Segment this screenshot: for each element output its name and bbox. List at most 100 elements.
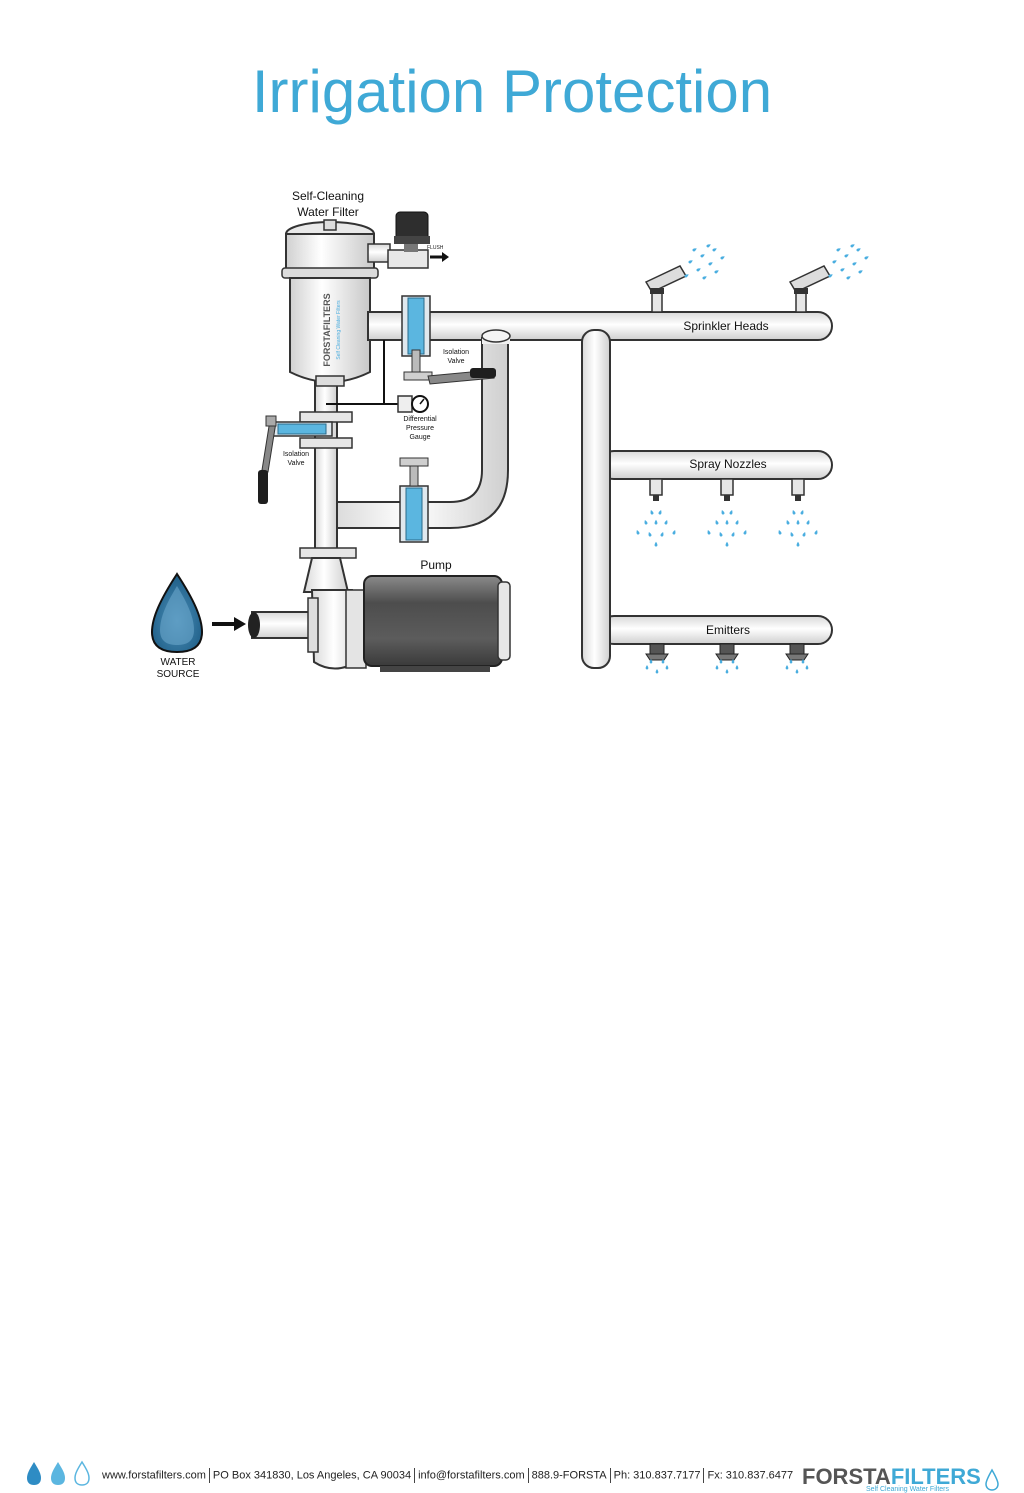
fax-text: Fx: 310.837.6477 bbox=[707, 1469, 794, 1482]
isolation-valve-bypass bbox=[399, 457, 429, 543]
footer: www.forstafilters.com PO Box 341830, Los … bbox=[0, 728, 1024, 1493]
gauge-label-line1: Differential bbox=[403, 416, 437, 423]
emitter-2 bbox=[715, 643, 739, 661]
drop-icon bbox=[51, 1462, 65, 1485]
water-droplet bbox=[650, 509, 654, 515]
water-droplet bbox=[708, 262, 713, 266]
sprinkler-head-1 bbox=[644, 265, 688, 313]
emitter-1 bbox=[645, 643, 669, 661]
water-droplet bbox=[785, 665, 789, 670]
website-link[interactable]: www.forstafilters.com bbox=[102, 1469, 206, 1482]
sprinkler-heads-label: Sprinkler Heads bbox=[683, 319, 768, 333]
water-droplet bbox=[654, 519, 658, 525]
water-droplet bbox=[801, 659, 805, 664]
water-droplet bbox=[719, 531, 723, 537]
water-droplet bbox=[684, 274, 689, 278]
water-droplet bbox=[864, 256, 869, 260]
bypass-riser-pipe bbox=[329, 329, 511, 529]
phone-text: Ph: 310.837.7177 bbox=[613, 1469, 701, 1482]
isolation-valve-top bbox=[401, 295, 496, 385]
water-droplet bbox=[661, 659, 665, 664]
water-droplet bbox=[714, 270, 719, 274]
water-droplet bbox=[696, 268, 701, 272]
differential-pressure-gauge bbox=[326, 340, 429, 413]
isolation-valve-top-label-line1: Isolation bbox=[443, 349, 469, 356]
isolation-valve-left-label-line1: Isolation bbox=[283, 451, 309, 458]
water-droplet bbox=[648, 531, 652, 537]
water-droplet bbox=[836, 248, 841, 252]
sprinkler-head-2 bbox=[788, 265, 832, 313]
flush-arrow-icon bbox=[430, 252, 449, 262]
water-droplet bbox=[645, 665, 649, 670]
gauge-label-line2: Pressure bbox=[406, 425, 434, 432]
pump-label: Pump bbox=[420, 558, 452, 572]
brand-tagline: Self Cleaning Water Filters bbox=[866, 1486, 949, 1493]
brand-drop-icon bbox=[985, 1468, 999, 1491]
water-droplet bbox=[743, 529, 747, 535]
water-droplet bbox=[665, 665, 669, 670]
water-droplets bbox=[636, 244, 869, 674]
water-droplet bbox=[654, 541, 658, 547]
water-droplet bbox=[719, 659, 723, 664]
water-droplet bbox=[702, 276, 707, 280]
water-droplet bbox=[658, 509, 662, 515]
water-droplet bbox=[720, 256, 725, 260]
water-droplet bbox=[725, 669, 729, 674]
water-droplet bbox=[858, 270, 863, 274]
water-droplet bbox=[660, 531, 664, 537]
water-droplet bbox=[790, 531, 794, 537]
water-droplet bbox=[721, 509, 725, 515]
isolation-valve-left-label-line2: Valve bbox=[288, 460, 305, 467]
water-droplet bbox=[688, 260, 693, 264]
water-droplet bbox=[735, 665, 739, 670]
water-source-label-line2: SOURCE bbox=[157, 669, 200, 680]
drop-icon bbox=[27, 1462, 41, 1485]
emitters-label: Emitters bbox=[706, 623, 750, 637]
water-droplet bbox=[856, 248, 861, 252]
water-droplet bbox=[846, 276, 851, 280]
water-droplet bbox=[664, 519, 668, 525]
water-droplet bbox=[725, 541, 729, 547]
irrigation-diagram: FORSTAFILTERS Self Cleaning Water Filter… bbox=[150, 189, 869, 680]
water-droplet bbox=[800, 509, 804, 515]
pump bbox=[248, 575, 511, 672]
email-link[interactable]: info@forstafilters.com bbox=[418, 1469, 525, 1482]
footer-drops bbox=[27, 1460, 90, 1486]
spray-nozzle-2 bbox=[720, 478, 734, 501]
water-source-drop-icon bbox=[150, 572, 204, 654]
spray-nozzle-1 bbox=[649, 478, 663, 501]
water-droplet bbox=[692, 248, 697, 252]
emitter-3 bbox=[785, 643, 809, 661]
contact-info: www.forstafilters.com PO Box 341830, Los … bbox=[102, 1468, 793, 1483]
water-droplet bbox=[715, 519, 719, 525]
filter-label-line2: Water Filter bbox=[297, 205, 359, 219]
water-droplet bbox=[850, 244, 855, 248]
water-droplet bbox=[731, 531, 735, 537]
filter-brand-text: FORSTAFILTERS bbox=[322, 293, 332, 366]
water-droplet bbox=[700, 254, 705, 258]
water-inlet-arrow-icon bbox=[212, 617, 246, 631]
water-droplet bbox=[789, 659, 793, 664]
filter-label-line1: Self-Cleaning bbox=[292, 189, 364, 203]
water-droplet bbox=[802, 531, 806, 537]
water-droplet bbox=[735, 519, 739, 525]
vanity-phone-text: 888.9-FORSTA bbox=[531, 1469, 607, 1482]
water-droplet bbox=[707, 529, 711, 535]
water-droplet bbox=[832, 260, 837, 264]
water-droplet bbox=[706, 244, 711, 248]
water-droplet bbox=[715, 665, 719, 670]
water-droplet bbox=[805, 665, 809, 670]
water-droplet bbox=[828, 274, 833, 278]
water-droplet bbox=[792, 509, 796, 515]
address-text: PO Box 341830, Los Angeles, CA 90034 bbox=[212, 1469, 412, 1482]
water-droplet bbox=[672, 529, 676, 535]
water-droplet bbox=[655, 669, 659, 674]
water-droplet bbox=[852, 262, 857, 266]
self-cleaning-filter: FORSTAFILTERS Self Cleaning Water Filter… bbox=[281, 219, 391, 387]
water-droplet bbox=[814, 529, 818, 535]
water-droplet bbox=[636, 529, 640, 535]
water-droplet bbox=[844, 254, 849, 258]
water-droplet bbox=[795, 669, 799, 674]
spray-nozzles-label: Spray Nozzles bbox=[689, 457, 766, 471]
water-droplet bbox=[796, 519, 800, 525]
